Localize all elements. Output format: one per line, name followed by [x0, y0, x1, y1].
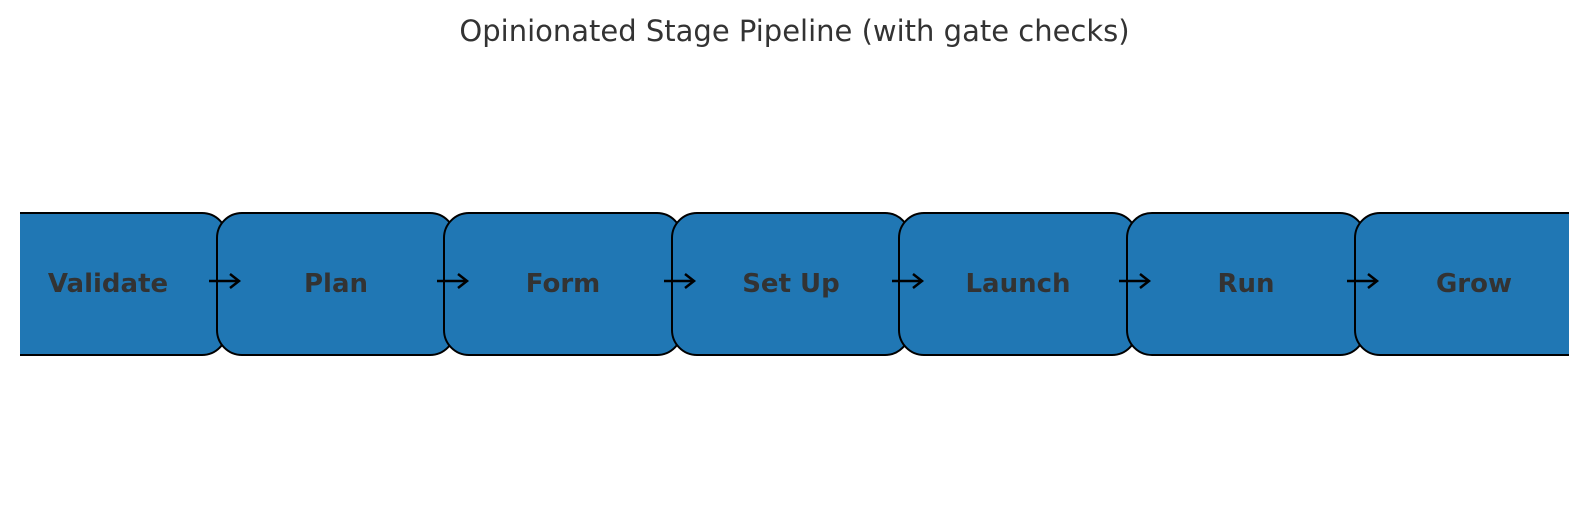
stage-label: Form [525, 269, 601, 299]
stage-label: Set Up [742, 269, 840, 299]
stage-launch: Launch [898, 212, 1138, 356]
stage-validate: Validate [0, 212, 228, 356]
stage-plan: Plan [216, 212, 456, 356]
canvas-edge-left [0, 0, 20, 521]
diagram-title: Opinionated Stage Pipeline (with gate ch… [459, 14, 1130, 48]
stage-label: Plan [303, 269, 369, 299]
arrow-right-icon [1347, 273, 1380, 289]
stage-run: Run [1126, 212, 1366, 356]
arrow-right-icon [1119, 273, 1152, 289]
arrow-right-icon [209, 273, 242, 289]
stage-label: Run [1217, 269, 1275, 299]
stage-form: Form [443, 212, 683, 356]
stage-set-up: Set Up [671, 212, 911, 356]
arrow-right-icon [892, 273, 925, 289]
stage-label: Launch [965, 269, 1071, 299]
canvas-edge-right [1569, 0, 1589, 521]
stage-label: Validate [47, 269, 169, 299]
stage-label: Grow [1435, 269, 1513, 299]
stage-grow: Grow [1354, 212, 1589, 356]
arrow-right-icon [664, 273, 697, 289]
arrow-right-icon [437, 273, 470, 289]
